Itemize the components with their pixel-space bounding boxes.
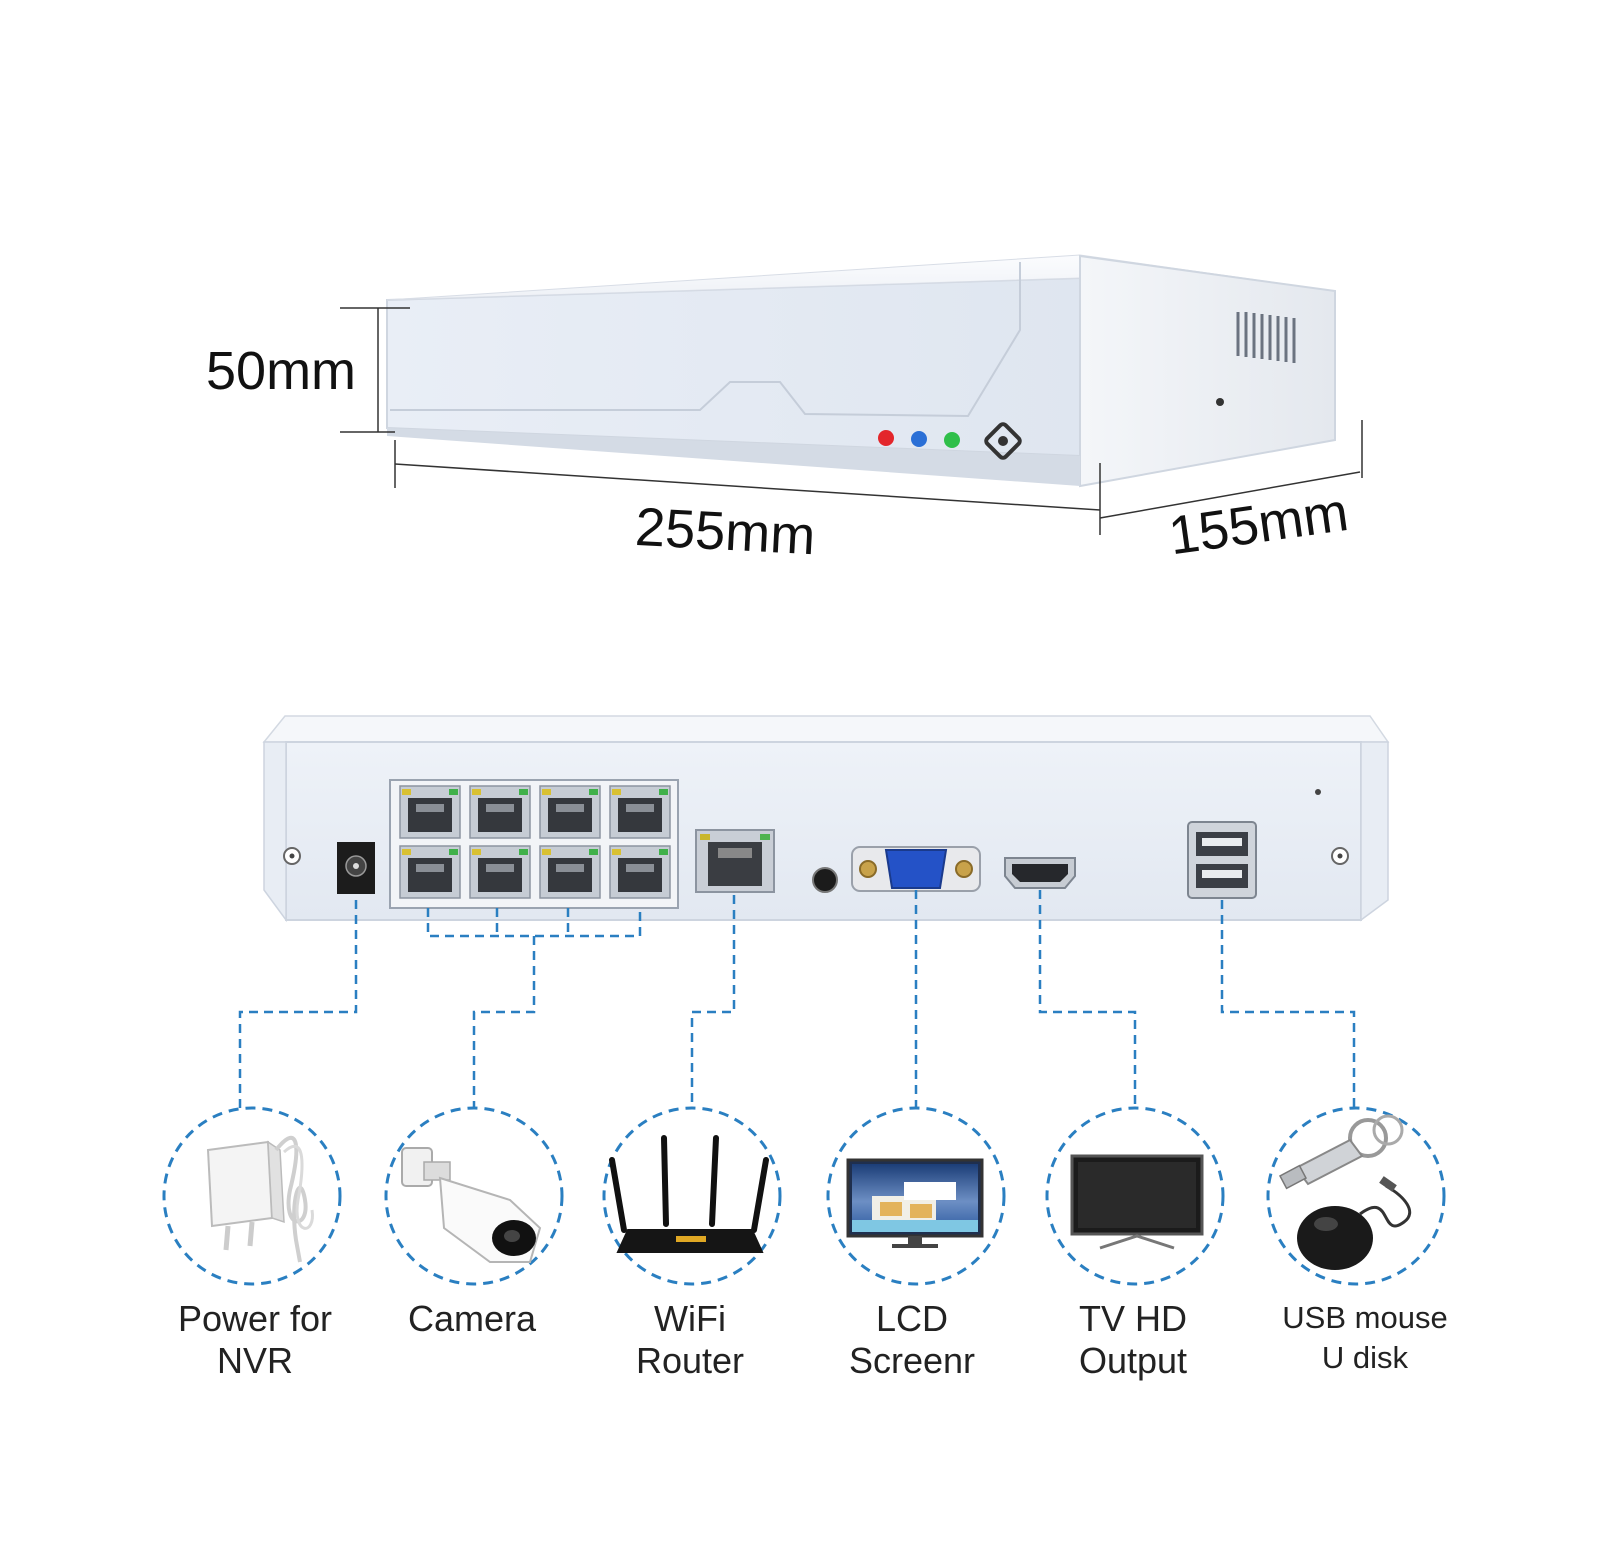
caption-tv: TV HD Output <box>1023 1298 1243 1382</box>
device-circle-lcd <box>826 1106 1006 1286</box>
poe-port <box>469 845 531 899</box>
caption-usb-line2: U disk <box>1321 1340 1409 1375</box>
caption-router-line1: WiFi <box>654 1298 726 1339</box>
caption-power: Power for NVR <box>145 1298 365 1382</box>
nvr-back-panel <box>262 715 1390 923</box>
side-screw-hole <box>1216 398 1224 406</box>
caption-power-line2: NVR <box>216 1340 293 1381</box>
height-dimension-label: 50mm <box>206 341 357 401</box>
caption-lcd-line2: Screenr <box>848 1340 976 1381</box>
connector-line <box>1220 900 1356 1108</box>
audio-jack <box>812 867 838 893</box>
nvr-front-face <box>386 276 1081 458</box>
caption-power-line1: Power for <box>177 1298 333 1339</box>
caption-tv-line1: TV HD <box>1079 1298 1187 1339</box>
device-circle-usb <box>1266 1106 1446 1286</box>
nvr-front-bevel <box>390 262 1021 418</box>
hdmi-port <box>1004 857 1076 889</box>
dimension-lines <box>340 307 1363 535</box>
caption-tv-line2: Output <box>1078 1340 1188 1381</box>
caption-camera-line1: Camera <box>407 1298 537 1339</box>
device-circle-tv <box>1045 1106 1225 1286</box>
poe-port <box>469 785 531 839</box>
bullet-camera-icon <box>401 1147 542 1263</box>
device-circle-camera <box>384 1106 564 1286</box>
poe-port <box>399 845 461 899</box>
nvr-side-face <box>1079 254 1336 488</box>
usb-ports <box>1187 821 1257 899</box>
power-adapter-icon <box>206 1135 314 1263</box>
width-dimension-label: 255mm <box>633 496 817 567</box>
poe-port <box>609 845 671 899</box>
poe-port <box>539 845 601 899</box>
nvr-bottom-strip <box>387 428 1080 486</box>
status-led <box>944 432 960 448</box>
caption-usb-line1: USB mouse <box>1282 1300 1448 1335</box>
poe-port <box>609 785 671 839</box>
nvr-front-view <box>386 254 1336 488</box>
vga-port <box>851 846 981 892</box>
caption-camera: Camera <box>362 1298 582 1340</box>
power-led <box>878 430 894 446</box>
network-led <box>911 431 927 447</box>
device-circle-power <box>162 1106 342 1286</box>
caption-router-line2: Router <box>635 1340 745 1381</box>
connector-line <box>690 895 736 1108</box>
poe-port <box>539 785 601 839</box>
poe-port <box>399 785 461 839</box>
caption-lcd: LCD Screenr <box>802 1298 1022 1382</box>
connector-line <box>238 900 358 1108</box>
device-circles <box>162 1106 1446 1286</box>
lcd-screen-icon <box>846 1158 984 1248</box>
device-circle-router <box>602 1106 782 1286</box>
connector-line <box>1038 890 1137 1108</box>
connector-line <box>426 908 642 1108</box>
side-vent <box>1236 312 1296 363</box>
caption-lcd-line1: LCD <box>875 1298 949 1339</box>
dc-power-jack <box>337 842 375 894</box>
wifi-router-icon <box>609 1135 769 1253</box>
tv-monitor-icon <box>1070 1154 1204 1250</box>
caption-router: WiFi Router <box>580 1298 800 1382</box>
lan-port <box>695 829 775 893</box>
usb-mouse-udisk-icon <box>1278 1114 1412 1270</box>
caption-usb: USB mouse U disk <box>1255 1298 1475 1378</box>
connector-lines <box>238 890 1356 1108</box>
ir-sensor-icon <box>984 422 1022 460</box>
poe-ports-8 <box>389 779 679 909</box>
